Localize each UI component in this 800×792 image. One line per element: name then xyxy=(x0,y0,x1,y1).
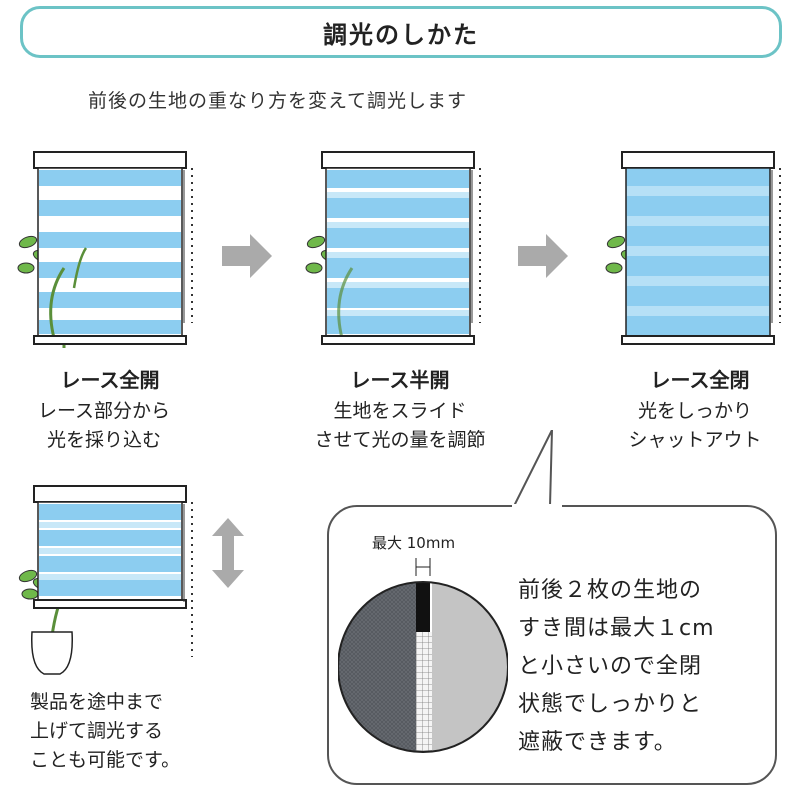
step-desc-closed: 光をしっかり シャットアウト xyxy=(628,400,762,451)
blind-illustration-half xyxy=(305,151,481,345)
blind-illustration-partial xyxy=(18,485,193,675)
step-label-open: レース全開 xyxy=(60,368,160,392)
bubble-pointer xyxy=(512,430,553,507)
step-desc-open: レース部分から 光を採り込む xyxy=(37,400,171,451)
blind-illustration-closed xyxy=(605,151,781,345)
measure-label: 最大 10mm xyxy=(372,534,456,552)
blind-illustration-open xyxy=(17,151,193,348)
magnified-fabric xyxy=(338,558,508,753)
title-box: 調光のしかた xyxy=(20,6,782,58)
step-desc-half: 生地をスライド させて光の量を調節 xyxy=(314,400,486,451)
subtitle: 前後の生地の重なり方を変えて調光します xyxy=(88,90,468,112)
step-label-half: レース半開 xyxy=(350,368,450,392)
detail-text: 前後２枚の生地の すき間は最大１cm と小さいので全閉 状態でしっかりと 遮蔽で… xyxy=(518,578,715,755)
partial-desc: 製品を途中まで 上げて調光する ことも可能です。 xyxy=(30,691,181,771)
step-label-closed: レース全閉 xyxy=(650,368,750,392)
up-down-arrow-icon xyxy=(212,518,244,588)
right-arrow-icon xyxy=(518,234,568,278)
plant-pot-icon xyxy=(31,631,73,675)
page-title: 調光のしかた xyxy=(323,20,479,49)
right-arrow-icon xyxy=(222,234,272,278)
